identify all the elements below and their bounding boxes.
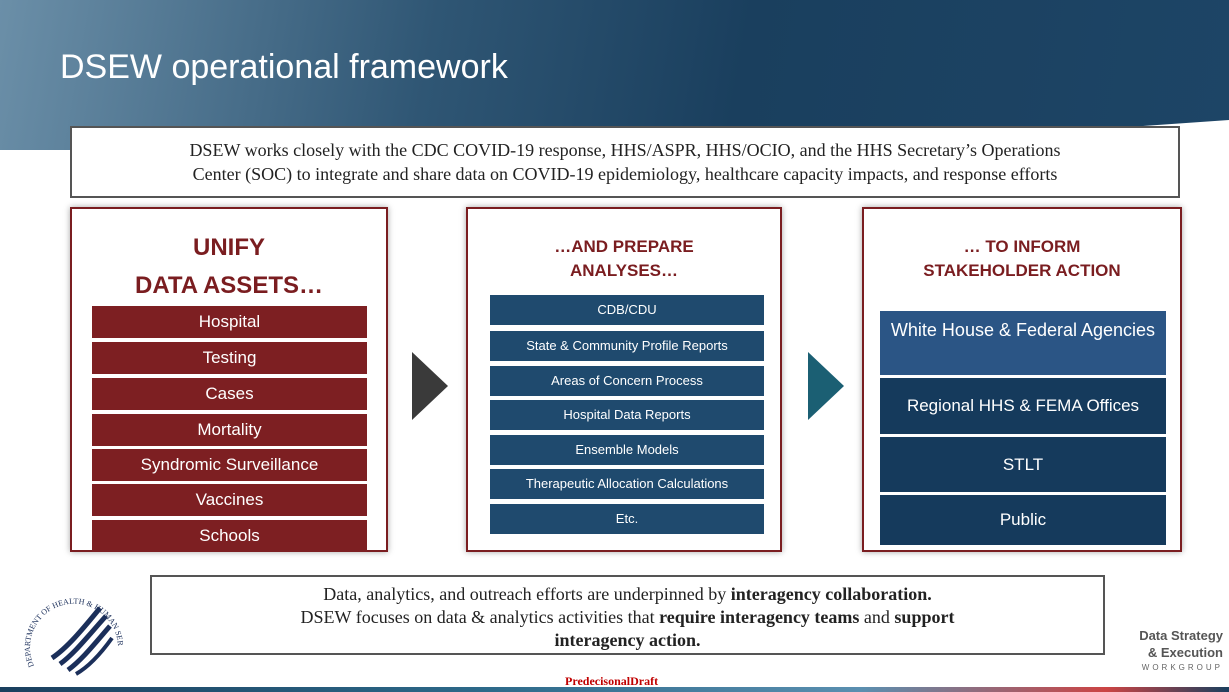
stakeholder-item: White House & Federal Agencies	[880, 311, 1166, 375]
data-asset-item: Vaccines	[92, 484, 367, 516]
stakeholder-item: Public	[880, 495, 1166, 545]
prepare-heading-line-2: ANALYSES…	[569, 261, 678, 280]
title-banner: DSEW operational framework	[0, 0, 1229, 150]
data-asset-item: Testing	[92, 342, 367, 374]
data-asset-item: Mortality	[92, 414, 367, 446]
prepare-heading-line-1: …AND PREPARE	[554, 237, 694, 256]
analysis-item: Hospital Data Reports	[490, 400, 764, 430]
unify-heading-line-1: UNIFY	[193, 234, 265, 261]
logo-line-2: & Execution	[1147, 645, 1223, 660]
footer-emphasis: support	[894, 607, 955, 627]
data-asset-item: Cases	[92, 378, 367, 410]
bottom-accent-bar	[0, 687, 1229, 692]
inform-heading-line-1: … TO INFORM	[963, 237, 1081, 256]
data-asset-item: Schools	[92, 520, 367, 552]
arrow-right-icon	[808, 352, 844, 420]
footer-line-3: interagency action.	[152, 629, 1103, 652]
footer-statement-box: Data, analytics, and outreach efforts ar…	[150, 575, 1105, 655]
footer-text: and	[859, 607, 895, 627]
inform-heading: … TO INFORM STAKEHOLDER ACTION	[864, 235, 1180, 283]
footer-emphasis: interagency collaboration.	[730, 584, 932, 604]
footer-line-2: DSEW focuses on data & analytics activit…	[152, 606, 1103, 629]
analysis-item: Etc.	[490, 504, 764, 534]
intro-box: DSEW works closely with the CDC COVID-19…	[70, 126, 1180, 198]
prepare-heading: …AND PREPARE ANALYSES…	[468, 235, 780, 283]
footer-emphasis: interagency action.	[554, 630, 701, 650]
data-asset-item: Syndromic Surveillance	[92, 449, 367, 481]
intro-line-2: Center (SOC) to integrate and share data…	[192, 164, 1058, 184]
logo-line-1: Data Strategy	[1139, 628, 1223, 643]
logo-line-3: WORKGROUP	[1141, 663, 1223, 672]
stakeholder-item: Regional HHS & FEMA Offices	[880, 378, 1166, 434]
dsew-logo: Data Strategy & Execution WORKGROUP	[1118, 627, 1223, 675]
hhs-seal-icon: DEPARTMENT OF HEALTH & HUMAN SERVICES · …	[12, 578, 125, 676]
footer-line-1: Data, analytics, and outreach efforts ar…	[152, 583, 1103, 606]
analysis-item: Areas of Concern Process	[490, 366, 764, 396]
inform-stakeholder-panel: … TO INFORM STAKEHOLDER ACTION White Hou…	[862, 207, 1182, 552]
footer-text: DSEW focuses on data & analytics activit…	[300, 607, 660, 627]
unify-heading: UNIFY DATA ASSETS…	[72, 229, 386, 305]
arrow-right-icon	[412, 352, 448, 420]
unify-data-panel: UNIFY DATA ASSETS… Hospital Testing Case…	[70, 207, 388, 552]
analysis-item: Ensemble Models	[490, 435, 764, 465]
prepare-analyses-panel: …AND PREPARE ANALYSES… CDB/CDU State & C…	[466, 207, 782, 552]
analysis-item: State & Community Profile Reports	[490, 331, 764, 361]
intro-line-1: DSEW works closely with the CDC COVID-19…	[189, 140, 1061, 160]
analysis-item: Therapeutic Allocation Calculations	[490, 469, 764, 499]
analysis-item: CDB/CDU	[490, 295, 764, 325]
draft-label: PredecisonalDraft	[565, 674, 659, 688]
data-asset-item: Hospital	[92, 306, 367, 338]
unify-heading-line-2: DATA ASSETS…	[134, 272, 323, 299]
footer-text: Data, analytics, and outreach efforts ar…	[323, 584, 731, 604]
inform-heading-line-2: STAKEHOLDER ACTION	[923, 261, 1121, 280]
stakeholder-item: STLT	[880, 437, 1166, 492]
footer-emphasis: require interagency teams	[659, 607, 860, 627]
slide-title: DSEW operational framework	[60, 48, 508, 86]
